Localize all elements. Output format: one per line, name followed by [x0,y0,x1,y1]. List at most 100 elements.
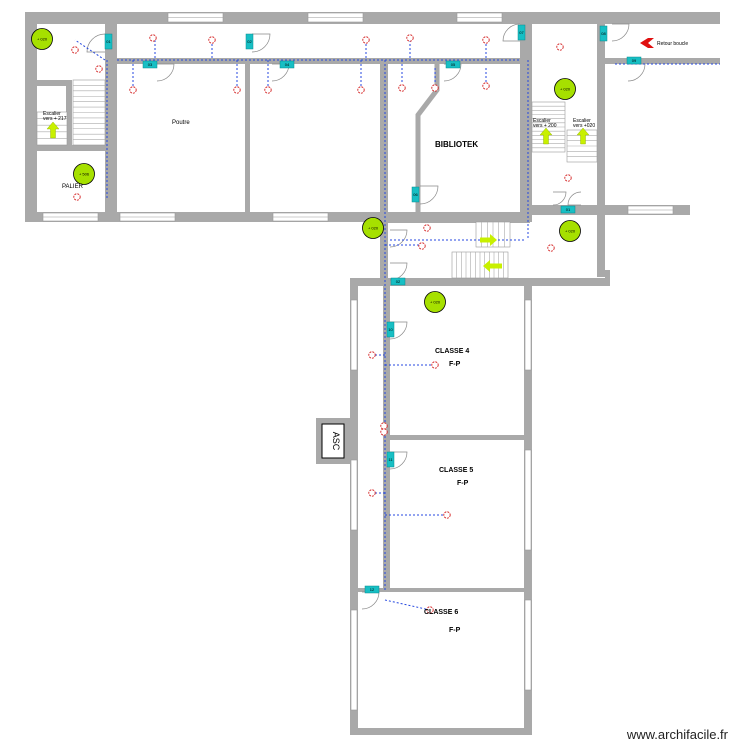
room-label-classe4: CLASSE 4 [435,348,469,355]
room-label-poutre: Poutre [172,120,190,126]
level-marker-label: + 020 [560,87,571,92]
door-tag [386,321,395,338]
door-tag [279,60,295,69]
arrow-up-icon [539,127,553,145]
wall [117,58,530,64]
window [350,609,358,711]
door-tag [364,585,380,594]
stair-label-right-1: Escalier [573,118,591,124]
door-tag-label: 10 [388,327,393,332]
detector-icon [418,242,426,250]
detector-icon [426,606,434,614]
level-marker-label: + 020 [565,229,576,234]
wall-diagonal [415,64,440,212]
level-marker [559,220,581,242]
stair-label-right-2: vers +020 [573,123,595,129]
door-tag [142,60,158,69]
wall [597,12,605,277]
elevator-box [321,423,345,459]
stair-label-mid-2: vers + 200 [533,123,557,129]
arrow-right-icon [480,234,497,246]
wall [358,588,524,592]
wall [520,24,532,222]
watermark: www.archifacile.fr [626,727,728,742]
detector-icon [149,34,157,42]
door-tag [626,56,642,65]
door-tag-label: 12 [370,587,375,592]
door-swing [611,23,630,42]
door-tag-label: 03 [148,62,153,67]
detector-icon [129,86,137,94]
door-tag-label: 01 [106,39,111,44]
window [350,299,358,371]
door-tag-label: 02 [247,39,252,44]
wall [390,435,524,440]
door-swing [389,229,408,248]
door-tag [245,33,254,50]
door-swing [361,591,380,610]
detector-icon [380,428,388,436]
wall [350,728,532,735]
door-swing [502,23,521,42]
door-swing [552,191,567,206]
return-loop-arrow-icon [640,38,654,48]
detector-icon [398,84,406,92]
walls [25,12,720,735]
door-tag [390,277,406,286]
detector-icon [71,46,79,54]
arrow-left-icon [483,260,502,272]
door-tag-label: 05 [451,62,456,67]
door-tag [599,25,608,42]
detector-icon [406,34,414,42]
door-swing [627,63,646,82]
detector-icon [547,244,555,252]
door-swing [251,33,271,53]
stairs [36,79,598,279]
room-label-bibliotek: BIBLIOTEK [435,140,478,149]
wall [37,145,105,151]
network-lines [74,39,720,611]
detector-icon [362,36,370,44]
door-swing [419,185,439,205]
door-tag-label: 09 [632,58,637,63]
wall [245,64,250,212]
door-tag-label: 02 [396,279,401,284]
door-tag-label: 06 [413,192,418,197]
wall [105,24,117,222]
door-tag-label: 11 [388,457,393,462]
wall [25,12,720,24]
room-label-classe6: CLASSE 6 [424,609,458,616]
door-swing [443,63,462,82]
window [524,449,532,551]
wall [530,205,690,215]
door-tag [560,205,576,214]
door-tag [104,33,113,50]
detector-icon [357,86,365,94]
door-tag-label: 01 [566,207,571,212]
stair-label-left-2: vers + 217 [43,116,67,122]
wall [380,215,530,223]
detector-icon [95,65,103,73]
room-sub-classe6: F-P [449,627,461,634]
door-tag [386,451,395,468]
room-sub-classe5: F-P [457,480,469,487]
wall [605,58,720,64]
stair-label-mid-1: Escalier [533,118,551,124]
door-swing [389,321,408,340]
door-tag-label: 07 [519,30,524,35]
level-marker-label: + 020 [368,226,379,231]
detector-icon [423,224,431,232]
detector-icon [431,84,439,92]
room-label-palier: PALIER [62,184,84,190]
detector-icon [482,36,490,44]
wall [605,270,610,280]
detector-icon [73,193,81,201]
level-marker [424,291,446,313]
level-markers: + 020+ 506+ 020+ 020+ 020+ 020 [31,28,581,313]
room-sub-classe4: F-P [449,361,461,368]
stair-arrows [46,121,590,272]
return-loop-label: Retour boucle [657,41,688,47]
detector-icon [233,86,241,94]
detector-icon [368,351,376,359]
